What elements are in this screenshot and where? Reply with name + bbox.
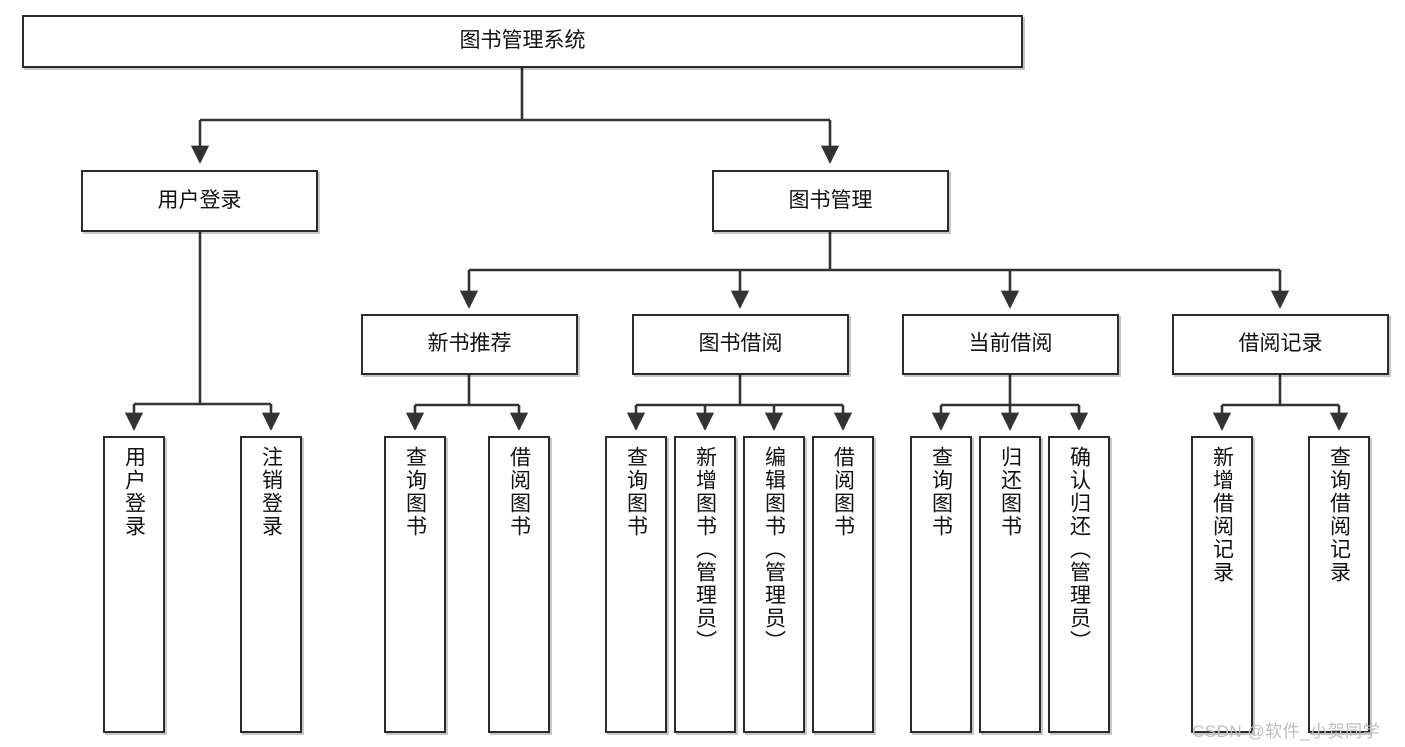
node-leaf-add-record-label: 新增借阅记录 <box>1210 446 1234 584</box>
node-leaf-add-record[interactable]: 新增借阅记录 <box>1191 436 1253 733</box>
node-root-label: 图书管理系统 <box>459 29 586 53</box>
node-root[interactable]: 图书管理系统 <box>22 15 1023 68</box>
node-book-borrow[interactable]: 图书借阅 <box>632 314 849 375</box>
node-new-book-recommend-label: 新书推荐 <box>427 332 512 356</box>
node-leaf-logout-login[interactable]: 注销登录 <box>240 436 302 733</box>
node-book-manage[interactable]: 图书管理 <box>712 170 949 232</box>
node-leaf-borrow-book-1[interactable]: 借阅图书 <box>488 436 550 733</box>
node-leaf-edit-book[interactable]: 编辑图书（管理员） <box>743 436 805 733</box>
node-leaf-borrow-book-2-label: 借阅图书 <box>831 446 855 538</box>
node-borrow-record[interactable]: 借阅记录 <box>1172 314 1389 375</box>
node-book-manage-label: 图书管理 <box>788 188 873 212</box>
node-leaf-edit-book-label: 编辑图书（管理员） <box>762 446 786 653</box>
node-borrow-record-label: 借阅记录 <box>1238 332 1323 356</box>
node-leaf-query-book-3[interactable]: 查询图书 <box>910 436 972 733</box>
node-leaf-logout-login-label: 注销登录 <box>259 446 283 538</box>
node-leaf-return-book[interactable]: 归还图书 <box>979 436 1041 733</box>
node-leaf-borrow-book-2[interactable]: 借阅图书 <box>812 436 874 733</box>
node-leaf-query-book-1-label: 查询图书 <box>403 446 427 538</box>
node-current-borrow-label: 当前借阅 <box>968 332 1053 356</box>
node-leaf-query-record-label: 查询借阅记录 <box>1327 446 1351 584</box>
node-leaf-confirm-return[interactable]: 确认归还（管理员） <box>1048 436 1110 733</box>
node-current-borrow[interactable]: 当前借阅 <box>902 314 1119 375</box>
node-leaf-user-login-label: 用户登录 <box>122 446 146 538</box>
node-leaf-add-book-label: 新增图书（管理员） <box>693 446 717 653</box>
node-leaf-query-book-2[interactable]: 查询图书 <box>605 436 667 733</box>
node-leaf-confirm-return-label: 确认归还（管理员） <box>1067 446 1091 653</box>
node-new-book-recommend[interactable]: 新书推荐 <box>361 314 578 375</box>
node-book-borrow-label: 图书借阅 <box>698 332 783 356</box>
node-leaf-query-book-1[interactable]: 查询图书 <box>384 436 446 733</box>
node-leaf-user-login[interactable]: 用户登录 <box>103 436 165 733</box>
node-user-login[interactable]: 用户登录 <box>81 170 318 232</box>
node-leaf-query-book-2-label: 查询图书 <box>624 446 648 538</box>
node-user-login-label: 用户登录 <box>157 188 242 212</box>
node-leaf-query-record[interactable]: 查询借阅记录 <box>1308 436 1370 733</box>
node-leaf-add-book[interactable]: 新增图书（管理员） <box>674 436 736 733</box>
node-leaf-return-book-label: 归还图书 <box>998 446 1022 538</box>
node-leaf-borrow-book-1-label: 借阅图书 <box>507 446 531 538</box>
node-leaf-query-book-3-label: 查询图书 <box>929 446 953 538</box>
